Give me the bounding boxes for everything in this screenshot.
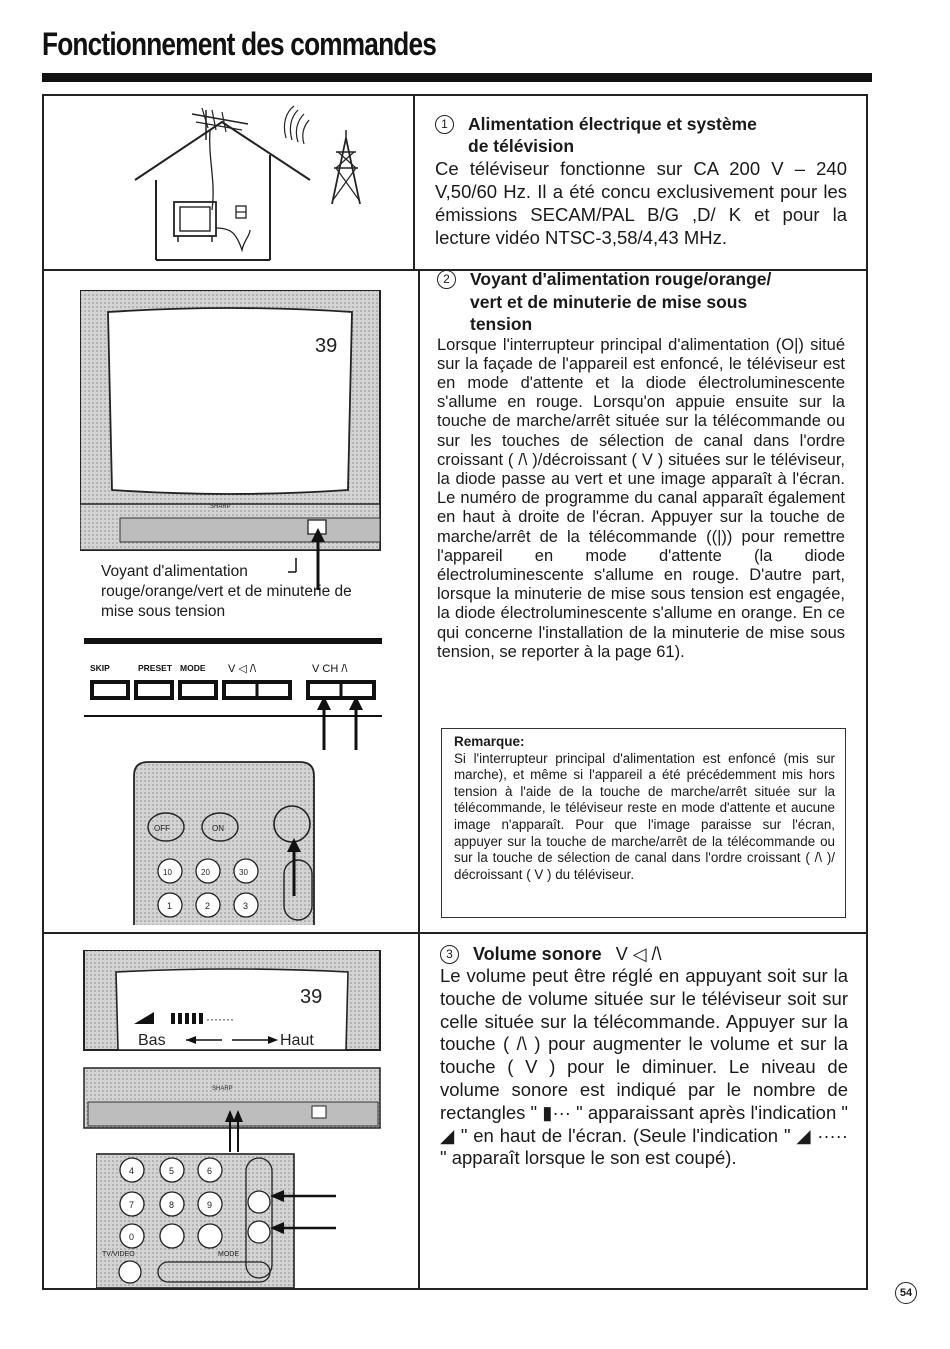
section-volume: 3 Volume sonore V ◁ /\ Le volume peut êt… (440, 943, 848, 1170)
svg-text:SHARP: SHARP (212, 1086, 233, 1092)
content-frame (42, 94, 868, 1290)
tv-volume-illustration: 39 ······· Bas Haut SHARP (83, 950, 381, 1152)
power-indicator-caption: Voyant d'alimentation rouge/orange/vert … (101, 563, 352, 620)
remark-body: Si l'interrupteur principal d'alimentati… (454, 750, 835, 882)
svg-text:2: 2 (205, 901, 210, 911)
remote-control-illustration-2: 4 5 6 7 8 9 0 TV/VIDEO MODE (96, 1153, 336, 1288)
mode-remote-label: MODE (218, 1251, 239, 1258)
remark-box: Remarque: Si l'interrupteur principal d'… (441, 728, 846, 918)
tv-front-illustration: 39 SHARP (80, 290, 381, 590)
channel-label: V CH /\ (312, 663, 348, 675)
page-number: 54 (895, 1282, 917, 1304)
speaker-level-icon (134, 1012, 154, 1024)
title-rule (42, 73, 872, 82)
section-3-number: 3 (440, 945, 459, 964)
svg-text:5: 5 (169, 1166, 174, 1176)
row-divider-1 (42, 269, 868, 271)
tv-channel-number-2: 39 (300, 986, 322, 1008)
on-button-label: ON (212, 824, 224, 833)
column-divider-2 (418, 270, 420, 1290)
svg-text:SHARP: SHARP (210, 504, 231, 510)
svg-text:1: 1 (167, 901, 172, 911)
control-panel-illustration: SKIP PRESET MODE V ◁ /\ V CH /\ (84, 638, 382, 750)
off-button-label: OFF (154, 824, 170, 833)
svg-text:0: 0 (129, 1232, 134, 1242)
svg-text:8: 8 (169, 1200, 174, 1210)
skip-label: SKIP (90, 663, 110, 673)
svg-text:6: 6 (207, 1166, 212, 1176)
tv-channel-number: 39 (315, 335, 337, 357)
svg-text:10: 10 (163, 868, 172, 877)
section-2-number: 2 (437, 270, 456, 289)
svg-text:·······: ······· (206, 1012, 234, 1026)
svg-text:30: 30 (239, 868, 248, 877)
column-divider-1 (413, 94, 415, 270)
svg-text:3: 3 (243, 901, 248, 911)
antenna-house-illustration (134, 105, 361, 261)
remark-title: Remarque: (454, 734, 525, 749)
section-3-heading: 3 Volume sonore V ◁ /\ (440, 943, 848, 965)
svg-text:7: 7 (129, 1200, 134, 1210)
tv-video-label: TV/VIDEO (102, 1251, 135, 1258)
preset-label: PRESET (138, 663, 173, 673)
volume-label: V ◁ /\ (228, 663, 257, 675)
section-2-body: Lorsque l'interrupteur principal d'alime… (437, 335, 845, 661)
section-3-body: Le volume peut être réglé en appuyant so… (440, 965, 848, 1169)
volume-heading-symbols: V ◁ /\ (615, 944, 662, 964)
section-1-number: 1 (435, 115, 454, 134)
page-title: Fonctionnement des commandes (42, 26, 437, 62)
row-divider-2 (42, 932, 868, 934)
volume-low-label: Bas (138, 1032, 166, 1049)
svg-text:9: 9 (207, 1200, 212, 1210)
svg-text:20: 20 (201, 868, 210, 877)
svg-text:4: 4 (129, 1166, 134, 1176)
section-2-heading: 2 Voyant d'alimentation rouge/orange/ver… (437, 268, 845, 336)
section-power-indicator: 2 Voyant d'alimentation rouge/orange/ver… (437, 268, 845, 662)
remote-control-illustration-1: OFF ON 10 20 30 1 2 3 (133, 761, 315, 925)
mode-label: MODE (180, 663, 206, 673)
section-1-body: Ce téléviseur fonctionne sur CA 200 V – … (435, 158, 847, 248)
volume-high-label: Haut (280, 1032, 314, 1049)
